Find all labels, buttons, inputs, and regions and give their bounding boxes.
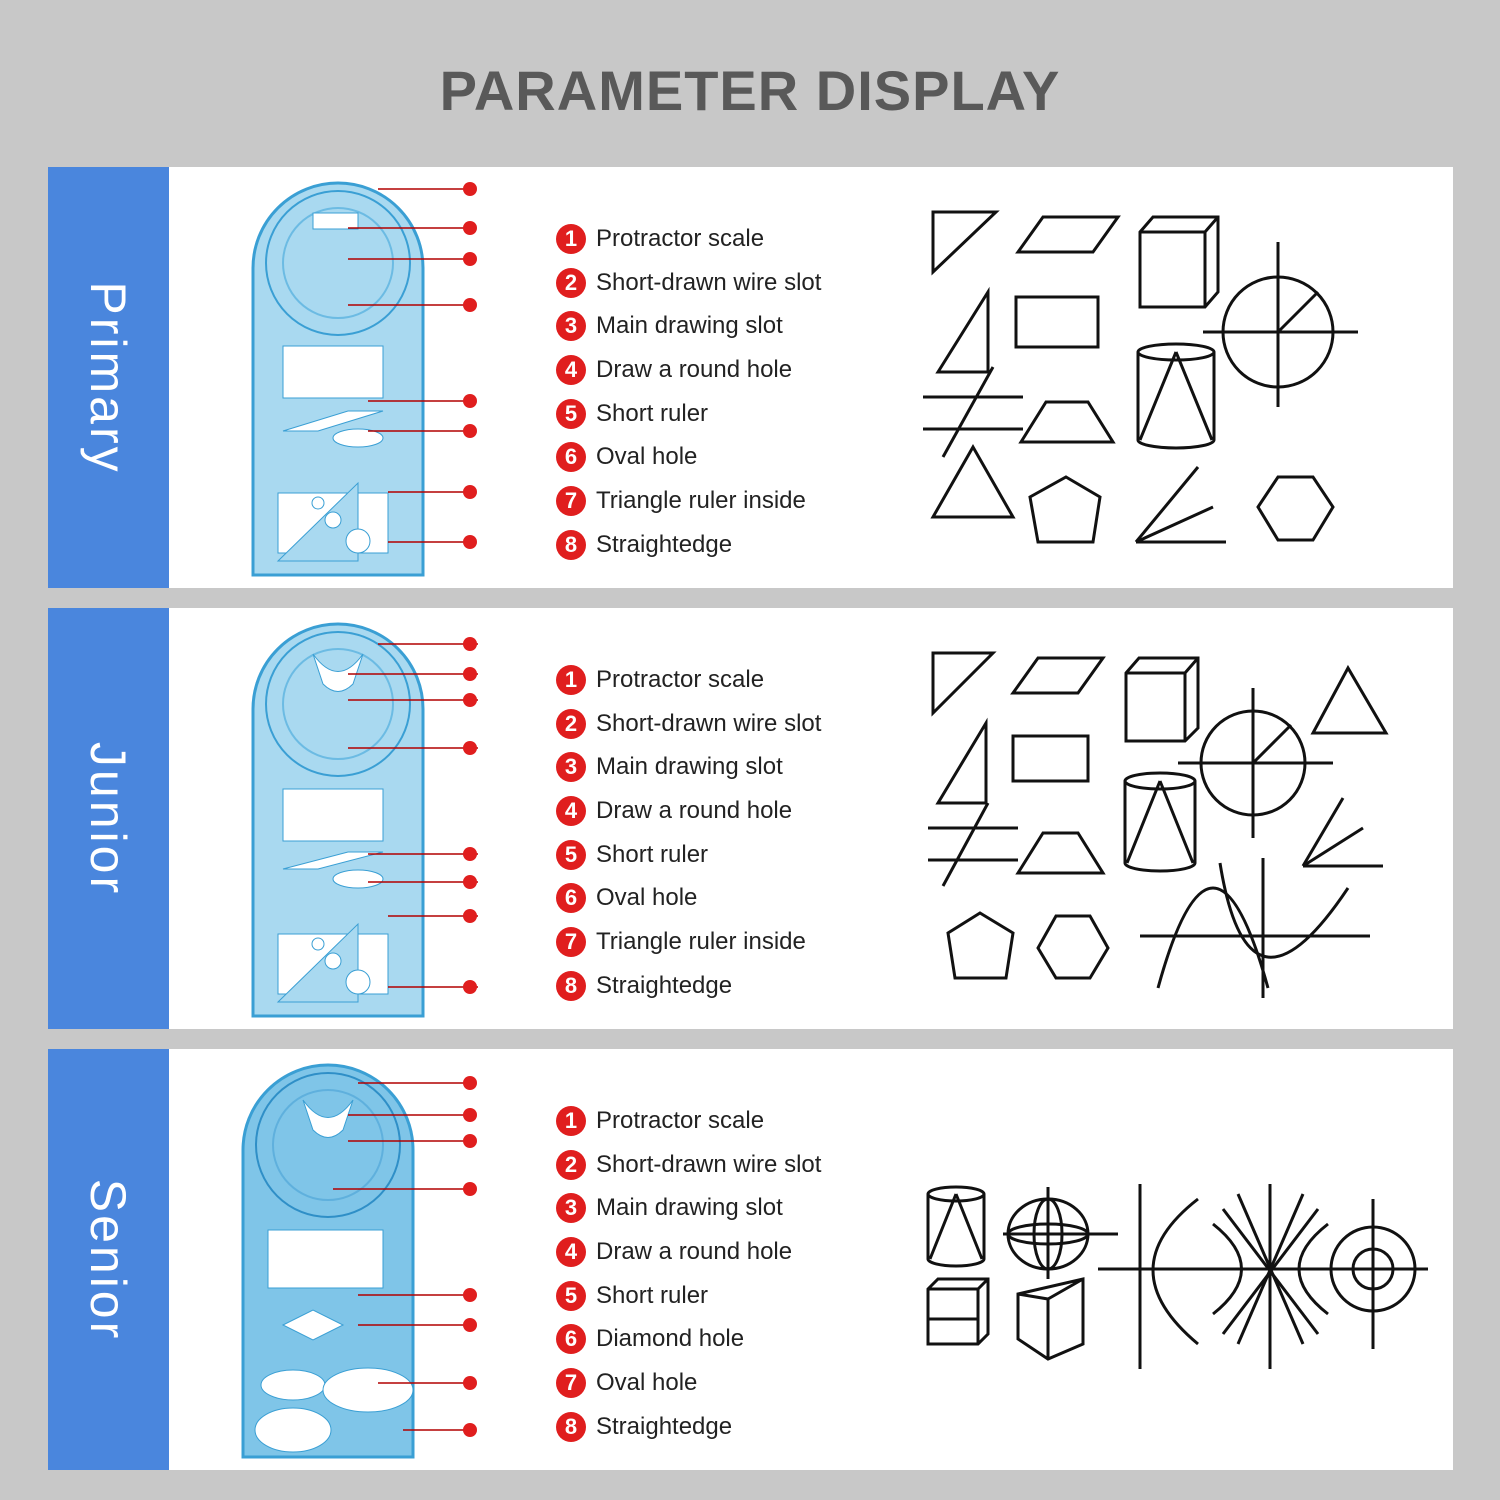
number-badge: 3 xyxy=(556,311,586,342)
number-badge: 2 xyxy=(556,267,586,298)
number-badge: 4 xyxy=(556,795,586,826)
part-label: Triangle ruler inside xyxy=(596,486,806,514)
part-label: Protractor scale xyxy=(596,1106,765,1134)
list-item: 6 Oval hole xyxy=(556,876,821,920)
number-badge: 5 xyxy=(556,839,586,870)
parts-list: 1 Protractor scale 2 Short-drawn wire slot… xyxy=(556,217,821,567)
part-label: Diamond hole xyxy=(596,1325,745,1353)
number-badge: 8 xyxy=(556,970,586,1001)
number-badge: 5 xyxy=(556,1280,586,1311)
part-label: Draw a round hole xyxy=(596,1237,793,1265)
number-badge: 1 xyxy=(556,223,586,254)
number-badge: 6 xyxy=(556,442,586,473)
list-item: 7 Triangle ruler inside xyxy=(556,479,821,523)
list-item: 8 Straightedge xyxy=(556,523,821,567)
list-item: 4 Draw a round hole xyxy=(556,1230,821,1274)
number-badge: 6 xyxy=(556,1324,586,1355)
page-title: PARAMETER DISPLAY xyxy=(439,59,1061,122)
part-label: Short-drawn wire slot xyxy=(596,709,822,737)
number-badge: 7 xyxy=(556,926,586,957)
parts-list: 1 Protractor scale 2 Short-drawn wire slot… xyxy=(556,1099,821,1449)
number-badge: 7 xyxy=(556,485,586,516)
parts-list: 1 Protractor scale 2 Short-drawn wire slot… xyxy=(556,658,821,1008)
part-label: Draw a round hole xyxy=(596,355,793,383)
list-item: 3 Main drawing slot xyxy=(556,304,821,348)
section-junior: Junior 1 Protractor scale xyxy=(48,608,1453,1029)
ruler-illustration xyxy=(251,181,477,577)
list-item: 4 Draw a round hole xyxy=(556,789,821,833)
part-label: Short-drawn wire slot xyxy=(596,1150,822,1178)
list-item: 2 Short-drawn wire slot xyxy=(556,702,821,746)
shapes-illustration xyxy=(928,651,1389,998)
number-badge: 4 xyxy=(556,354,586,385)
list-item: 1 Protractor scale xyxy=(556,658,821,702)
number-badge: 8 xyxy=(556,1411,586,1442)
side-band: Primary xyxy=(48,167,169,588)
part-label: Oval hole xyxy=(596,443,698,471)
number-badge: 2 xyxy=(556,1149,586,1180)
list-item: 3 Main drawing slot xyxy=(556,1186,821,1230)
number-badge: 3 xyxy=(556,1193,586,1224)
part-label: Triangle ruler inside xyxy=(596,927,806,955)
part-label: Straightedge xyxy=(596,530,733,558)
part-label: Short ruler xyxy=(596,1281,709,1309)
list-item: 5 Short ruler xyxy=(556,392,821,436)
part-label: Main drawing slot xyxy=(596,753,783,781)
list-item: 7 Oval hole xyxy=(556,1361,821,1405)
section-primary: Primary 1 Protractor scale xyxy=(48,167,1453,588)
list-item: 2 Short-drawn wire slot xyxy=(556,261,821,305)
list-item: 6 Diamond hole xyxy=(556,1317,821,1361)
list-item: 1 Protractor scale xyxy=(556,217,821,261)
number-badge: 2 xyxy=(556,708,586,739)
number-badge: 1 xyxy=(556,1105,586,1136)
list-item: 8 Straightedge xyxy=(556,1405,821,1449)
level-label: Primary xyxy=(80,280,136,475)
number-badge: 5 xyxy=(556,398,586,429)
ruler-illustration xyxy=(241,1063,477,1459)
level-label: Junior xyxy=(80,741,136,896)
part-label: Straightedge xyxy=(596,971,733,999)
ruler-illustration xyxy=(251,622,478,1018)
list-item: 8 Straightedge xyxy=(556,964,821,1008)
list-item: 3 Main drawing slot xyxy=(556,745,821,789)
list-item: 6 Oval hole xyxy=(556,435,821,479)
part-label: Oval hole xyxy=(596,884,698,912)
number-badge: 7 xyxy=(556,1367,586,1398)
list-item: 7 Triangle ruler inside xyxy=(556,920,821,964)
level-label: Senior xyxy=(80,1178,136,1341)
part-label: Oval hole xyxy=(596,1368,698,1396)
part-label: Short-drawn wire slot xyxy=(596,268,822,296)
part-label: Short ruler xyxy=(596,399,709,427)
list-item: 5 Short ruler xyxy=(556,833,821,877)
part-label: Protractor scale xyxy=(596,224,765,252)
part-label: Straightedge xyxy=(596,1412,733,1440)
side-band: Senior xyxy=(48,1049,169,1470)
list-item: 5 Short ruler xyxy=(556,1274,821,1318)
number-badge: 4 xyxy=(556,1236,586,1267)
number-badge: 3 xyxy=(556,752,586,783)
list-item: 2 Short-drawn wire slot xyxy=(556,1143,821,1187)
number-badge: 8 xyxy=(556,529,586,560)
side-band: Junior xyxy=(48,608,169,1029)
part-label: Main drawing slot xyxy=(596,1194,783,1222)
part-label: Main drawing slot xyxy=(596,312,783,340)
list-item: 1 Protractor scale xyxy=(556,1099,821,1143)
part-label: Draw a round hole xyxy=(596,796,793,824)
shapes-illustration xyxy=(923,210,1358,544)
number-badge: 1 xyxy=(556,664,586,695)
shapes-illustration xyxy=(926,1184,1428,1369)
part-label: Protractor scale xyxy=(596,665,765,693)
part-label: Short ruler xyxy=(596,840,709,868)
number-badge: 6 xyxy=(556,883,586,914)
list-item: 4 Draw a round hole xyxy=(556,348,821,392)
